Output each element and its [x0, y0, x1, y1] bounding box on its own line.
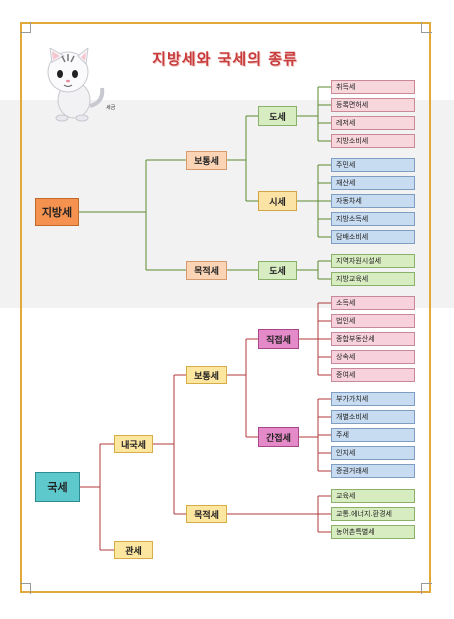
node-local-province: 도세: [258, 106, 297, 126]
leaf-national-purpose-tax: 교통.에너지.환경세: [331, 507, 415, 521]
leaf-direct-tax: 증여세: [331, 368, 415, 382]
corner-mark: [20, 583, 31, 594]
leaf-city-tax: 재산세: [331, 176, 415, 190]
leaf-indirect-tax: 주세: [331, 428, 415, 442]
node-local-tax: 지방세: [35, 198, 79, 226]
page-frame: [20, 22, 431, 593]
node-direct-tax: 직접세: [258, 329, 299, 349]
leaf-direct-tax: 상속세: [331, 350, 415, 364]
leaf-national-purpose-tax: 농어촌특별세: [331, 525, 415, 539]
leaf-city-tax: 담배소비세: [331, 230, 415, 244]
leaf-city-tax: 주민세: [331, 158, 415, 172]
leaf-local-purpose-tax: 지역자원시설세: [331, 254, 415, 268]
leaf-city-tax: 자동차세: [331, 194, 415, 208]
leaf-indirect-tax: 개별소비세: [331, 410, 415, 424]
leaf-direct-tax: 종합부동산세: [331, 332, 415, 346]
node-national-ordinary: 보통세: [186, 366, 227, 384]
leaf-city-tax: 지방소득세: [331, 212, 415, 226]
node-local-ordinary: 보통세: [186, 151, 227, 170]
page-title: 지방세와 국세의 종류: [152, 50, 298, 68]
node-local-purpose-province: 도세: [258, 261, 297, 280]
node-local-city: 시세: [258, 191, 297, 211]
leaf-national-purpose-tax: 교육세: [331, 489, 415, 503]
leaf-province-tax: 등록면허세: [331, 98, 415, 112]
leaf-direct-tax: 법인세: [331, 314, 415, 328]
node-internal-tax: 내국세: [114, 435, 153, 453]
node-indirect-tax: 간접세: [258, 427, 299, 447]
mascot-caption: 세금: [106, 105, 116, 111]
corner-mark: [20, 22, 31, 33]
cat-mascot-icon: [47, 48, 105, 122]
node-national-purpose: 목적세: [186, 505, 227, 523]
leaf-direct-tax: 소득세: [331, 296, 415, 310]
corner-mark: [421, 583, 432, 594]
leaf-province-tax: 레저세: [331, 116, 415, 130]
corner-mark: [421, 22, 432, 33]
leaf-province-tax: 지방소비세: [331, 134, 415, 148]
node-national-tax: 국세: [35, 472, 80, 502]
node-local-purpose: 목적세: [186, 261, 227, 280]
node-customs: 관세: [114, 541, 153, 559]
leaf-province-tax: 취득세: [331, 80, 415, 94]
leaf-local-purpose-tax: 지방교육세: [331, 272, 415, 286]
leaf-indirect-tax: 부가가치세: [331, 392, 415, 406]
leaf-indirect-tax: 증권거래세: [331, 464, 415, 478]
leaf-indirect-tax: 인지세: [331, 446, 415, 460]
